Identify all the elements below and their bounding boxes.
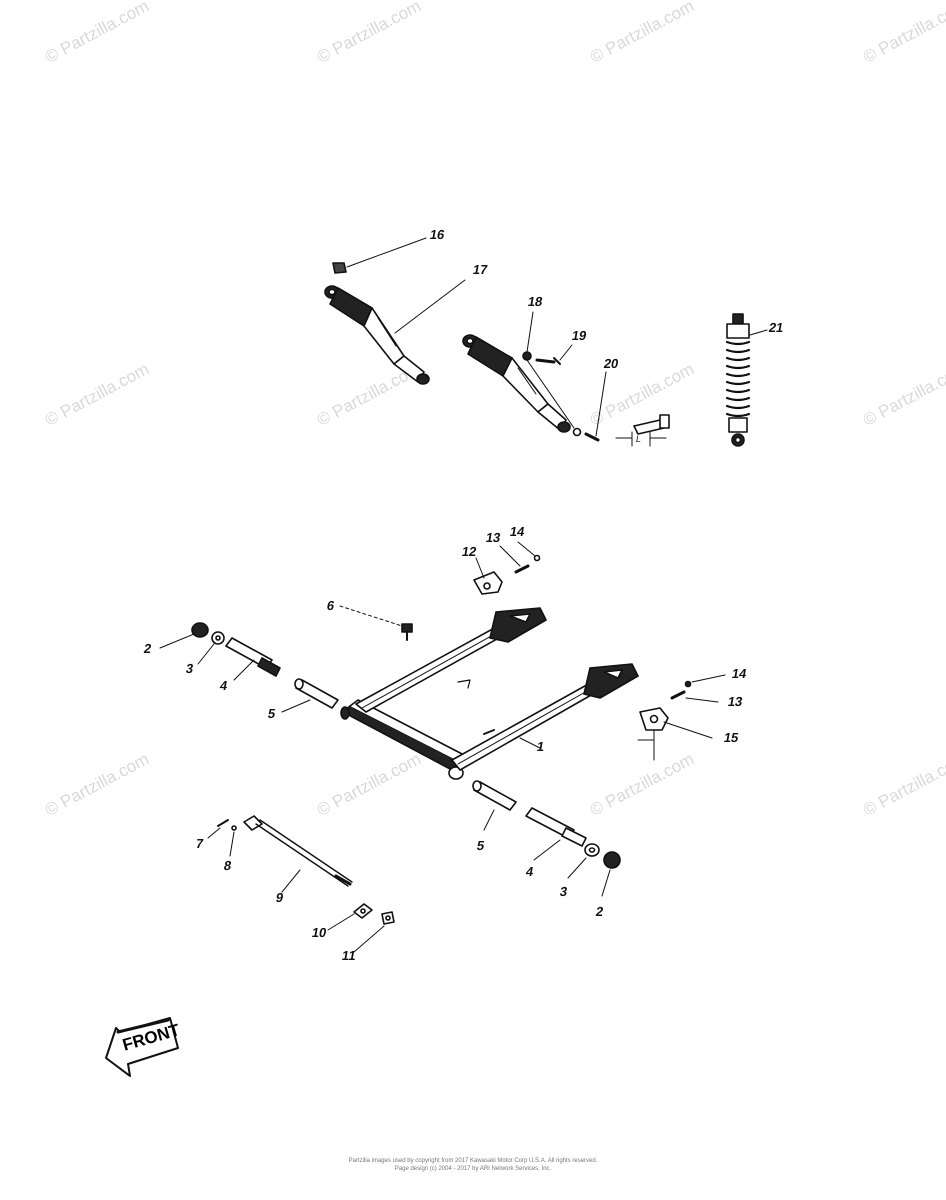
part-21-shock-with-spring	[725, 313, 751, 447]
callout-13-right: 13	[726, 694, 744, 709]
part-8-washer	[231, 825, 237, 831]
part-20-bolt	[584, 432, 600, 442]
part-2-seal-right	[603, 851, 621, 869]
part-4-sleeve-left	[225, 637, 281, 677]
part-5-bushing-right	[472, 780, 517, 811]
part-17-shock-absorber-2	[462, 334, 571, 433]
footer-page-design: Page design (c) 2004 - 2017 by ARI Netwo…	[394, 1166, 552, 1172]
part-1-swing-arm	[340, 607, 639, 780]
part-18-nut	[522, 351, 532, 361]
part-9-pivot-shaft	[243, 815, 353, 887]
front-arrow	[105, 1017, 179, 1077]
callout-14: 14	[508, 524, 526, 539]
callout-13: 13	[484, 530, 502, 545]
part-13-screw	[514, 564, 530, 574]
part-2-seal-left	[191, 622, 209, 638]
part-7-grease-nipple	[217, 819, 229, 827]
part-15-bracket	[637, 707, 669, 761]
callout-17: 17	[471, 262, 489, 277]
callout-20: 20	[602, 356, 620, 371]
callout-18: 18	[526, 294, 544, 309]
part-3-washer-right	[584, 843, 600, 857]
part-10-plate	[353, 903, 373, 919]
part-11-nut	[381, 911, 395, 925]
part-13-screw-right	[670, 690, 686, 700]
callout-21: 21	[767, 320, 785, 335]
callout-12: 12	[460, 544, 478, 559]
callout-15: 15	[722, 730, 740, 745]
callout-19: 19	[570, 328, 588, 343]
callout-16: 16	[428, 227, 446, 242]
part-4-sleeve-right	[525, 807, 587, 847]
bolt-length-detail	[615, 414, 670, 447]
callout-14-right: 14	[730, 666, 748, 681]
part-16-cap	[332, 262, 347, 274]
part-3-washer-left	[211, 631, 225, 645]
callout-11: 11	[340, 948, 358, 963]
part-12-bracket	[473, 571, 503, 595]
part-5-bushing-left	[294, 678, 339, 709]
callout-10: 10	[310, 925, 328, 940]
part-6-grease-nipple	[401, 623, 413, 641]
part-14-washer	[533, 554, 541, 562]
part-17-shock-absorber	[324, 285, 430, 385]
footer-copyright: Partzilla images used by copyright from …	[348, 1158, 598, 1164]
part-19-bolt	[535, 357, 561, 365]
part-14-washer-right	[684, 680, 692, 688]
